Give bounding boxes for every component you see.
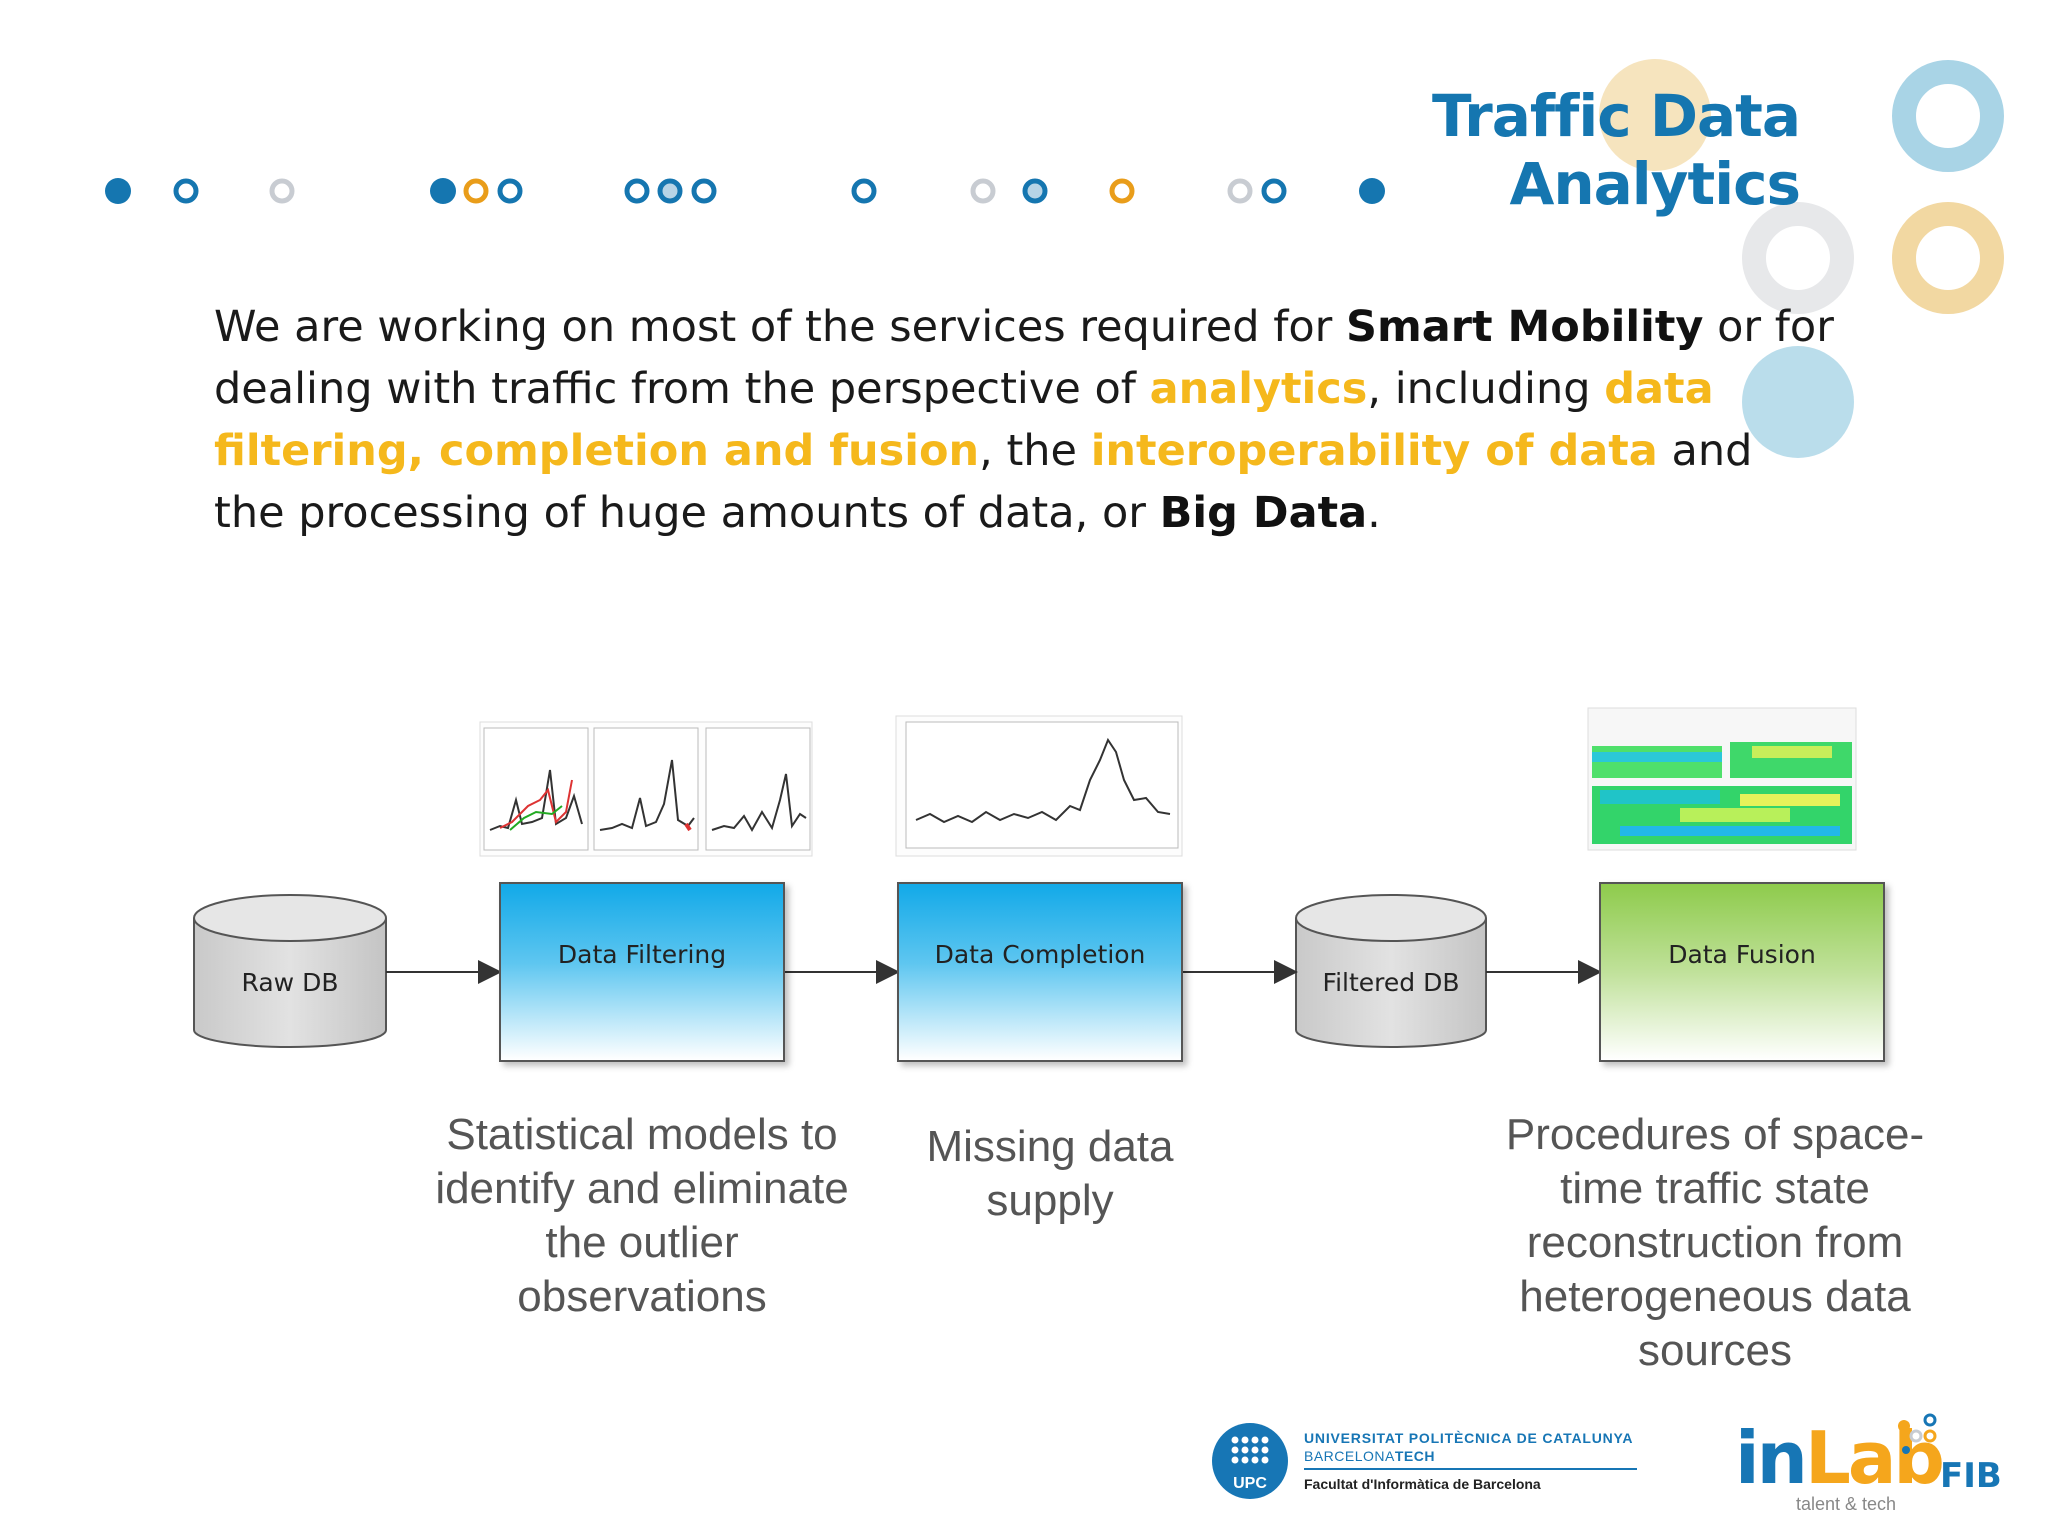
inlab-lab: Lab [1804, 1416, 1945, 1500]
upc-tech: TECH [1394, 1448, 1435, 1464]
completion-caption: Missing data supply [926, 1122, 1174, 1225]
data-completion-box: Data Completion [897, 882, 1183, 1062]
dot-strip [105, 178, 1385, 204]
filtered-db-label: Filtered DB [1322, 968, 1460, 997]
smart-mobility-term: Smart Mobility [1345, 302, 1704, 352]
interoperability-term: interoperability of data [1090, 426, 1658, 476]
fusion-heatmap-thumbnail [1587, 707, 1857, 851]
inlab-fib: FIB [1940, 1456, 2002, 1496]
upc-emblem: UPC [1212, 1423, 1288, 1499]
upc-name: UNIVERSITAT POLITÈCNICA DE CATALUNYA [1304, 1430, 1634, 1446]
upc-barcelonatech: BARCELONATECH [1304, 1448, 1435, 1464]
filtered-db-cylinder [1295, 894, 1487, 1048]
filtering-plots-thumbnail [479, 721, 813, 857]
intro-text-2: or for dealing with traffic from the per… [214, 302, 1834, 414]
inlab-fib-logo: inLab FIB talent & tech [1730, 1412, 2030, 1532]
slide-title: Traffic Data Analytics [1431, 82, 1801, 218]
filtering-caption: Statistical models to identify and elimi… [435, 1110, 849, 1321]
big-data-term: Big Data [1159, 488, 1368, 538]
intro-paragraph: We are working on most of the services r… [214, 296, 1834, 544]
upc-barcelona: BARCELONA [1304, 1448, 1395, 1464]
decorative-rings [1599, 59, 2004, 458]
filtering-term: data filtering, completion and fusion [214, 364, 1714, 476]
fusion-caption: Procedures of space-time traffic state r… [1505, 1110, 1925, 1375]
intro-text-6: . [1367, 488, 1381, 538]
intro-text-5: and the processing of huge amounts of da… [214, 426, 1753, 538]
raw-db-cylinder [193, 894, 387, 1048]
data-completion-label: Data Completion [934, 939, 1146, 969]
upc-divider [1304, 1468, 1637, 1470]
upc-faculty: Facultat d'Informàtica de Barcelona [1304, 1476, 1541, 1492]
data-filtering-label: Data Filtering [557, 939, 727, 969]
inlab-wordmark: inLab [1735, 1416, 1945, 1500]
raw-db-label: Raw DB [241, 968, 339, 997]
data-fusion-box: Data Fusion [1599, 882, 1885, 1062]
upc-logo: UPC UNIVERSITAT POLITÈCNICA DE CATALUNYA… [1212, 1420, 1642, 1520]
intro-text-1: We are working on most of the services r… [214, 302, 1346, 352]
upc-dots-icon [1231, 1436, 1269, 1464]
completion-plot-thumbnail [895, 715, 1183, 857]
data-filtering-box: Data Filtering [499, 882, 785, 1062]
analytics-term: analytics [1149, 364, 1368, 414]
intro-text-4: , the [979, 426, 1091, 476]
inlab-tagline: talent & tech [1796, 1494, 1897, 1514]
upc-mark: UPC [1233, 1475, 1267, 1492]
inlab-in: in [1735, 1416, 1808, 1500]
inlab-dots-icon [1898, 1413, 1937, 1454]
data-fusion-label: Data Fusion [1668, 939, 1816, 969]
intro-text-3: , including [1367, 364, 1605, 414]
